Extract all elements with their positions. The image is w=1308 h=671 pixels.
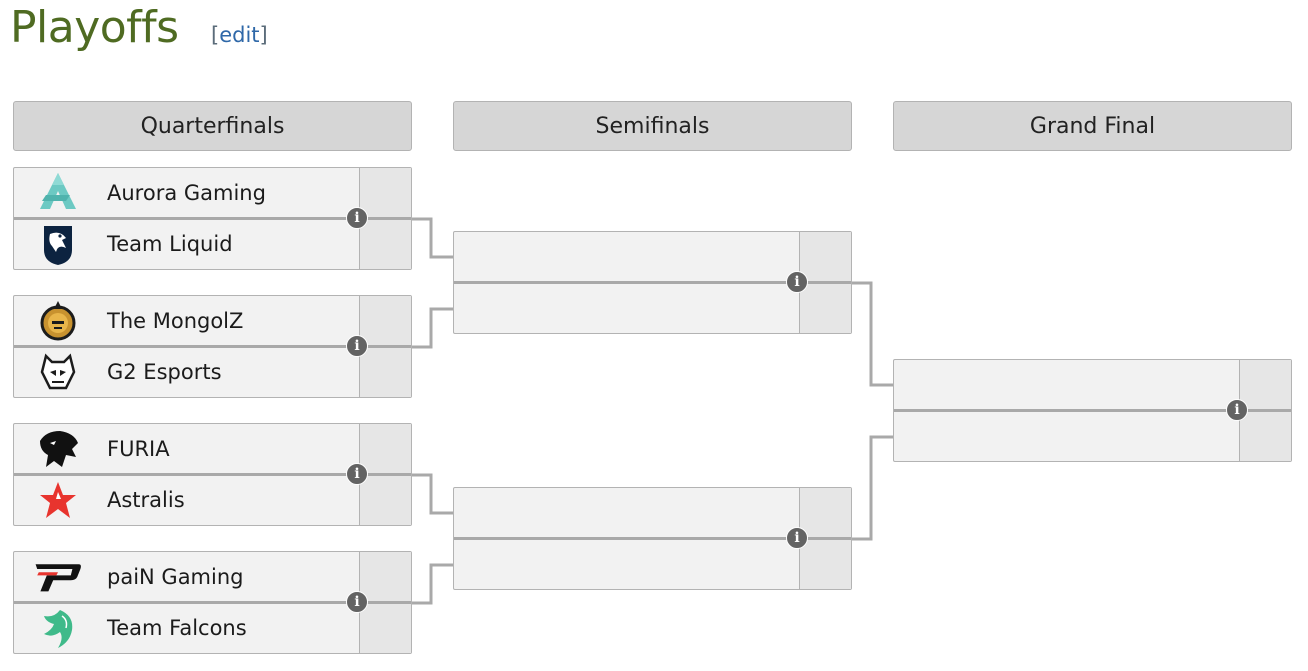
pain-logo-icon [34, 555, 82, 599]
connector-qf1-sf1 [411, 217, 453, 259]
round-header-semifinals: Semifinals [453, 101, 852, 151]
team-name: paiN Gaming [107, 565, 244, 589]
match-divider [14, 473, 411, 476]
team-name: Astralis [107, 488, 185, 512]
match-divider [894, 409, 1291, 412]
falcons-logo-icon [34, 606, 82, 650]
liquid-logo-icon [34, 222, 82, 266]
info-icon[interactable]: i [346, 591, 368, 613]
team-slot[interactable]: Astralis [14, 475, 359, 525]
edit-section: [edit] [211, 23, 268, 47]
connector-qf3-sf2 [411, 473, 453, 515]
match-divider [454, 537, 851, 540]
mongolz-logo-icon [34, 299, 82, 343]
astralis-logo-icon [34, 478, 82, 522]
info-icon[interactable]: i [786, 527, 808, 549]
team-slot[interactable]: The MongolZ [14, 296, 359, 346]
team-name: Aurora Gaming [107, 181, 266, 205]
match-quarterfinal-2[interactable]: The MongolZ G2 Esports i [13, 295, 412, 398]
match-divider [14, 217, 411, 220]
team-name: FURIA [107, 437, 170, 461]
match-semifinal-2[interactable]: i [453, 487, 852, 590]
connector-qf2-sf1 [411, 307, 453, 349]
team-slot[interactable]: paiN Gaming [14, 552, 359, 602]
team-name: G2 Esports [107, 360, 222, 384]
info-icon[interactable]: i [346, 335, 368, 357]
info-icon[interactable]: i [1226, 399, 1248, 421]
connector-qf4-sf2 [411, 563, 453, 605]
page-title: Playoffs [10, 2, 179, 53]
round-header-grand-final: Grand Final [893, 101, 1292, 151]
team-slot[interactable]: FURIA [14, 424, 359, 474]
aurora-logo-icon [34, 171, 82, 215]
g2-logo-icon [34, 350, 82, 394]
match-divider [14, 345, 411, 348]
round-header-quarterfinals: Quarterfinals [13, 101, 412, 151]
info-icon[interactable]: i [786, 271, 808, 293]
edit-link[interactable]: edit [219, 23, 260, 47]
connector-sf1-final [851, 281, 893, 387]
match-quarterfinal-4[interactable]: paiN Gaming Team Falcons i [13, 551, 412, 654]
match-semifinal-1[interactable]: i [453, 231, 852, 334]
furia-logo-icon [34, 427, 82, 471]
team-slot[interactable]: Aurora Gaming [14, 168, 359, 218]
match-divider [454, 281, 851, 284]
connector-sf2-final [851, 435, 893, 541]
team-name: The MongolZ [107, 309, 244, 333]
team-slot[interactable]: G2 Esports [14, 347, 359, 397]
team-name: Team Liquid [107, 232, 233, 256]
match-grand-final[interactable]: i [893, 359, 1292, 462]
team-slot[interactable]: Team Falcons [14, 603, 359, 653]
info-icon[interactable]: i [346, 207, 368, 229]
edit-close-bracket: ] [259, 23, 268, 47]
match-divider [14, 601, 411, 604]
team-name: Team Falcons [107, 616, 247, 640]
info-icon[interactable]: i [346, 463, 368, 485]
match-quarterfinal-3[interactable]: FURIA Astralis i [13, 423, 412, 526]
team-slot[interactable]: Team Liquid [14, 219, 359, 269]
edit-open-bracket: [ [211, 23, 220, 47]
match-quarterfinal-1[interactable]: Aurora Gaming Team Liquid i [13, 167, 412, 270]
